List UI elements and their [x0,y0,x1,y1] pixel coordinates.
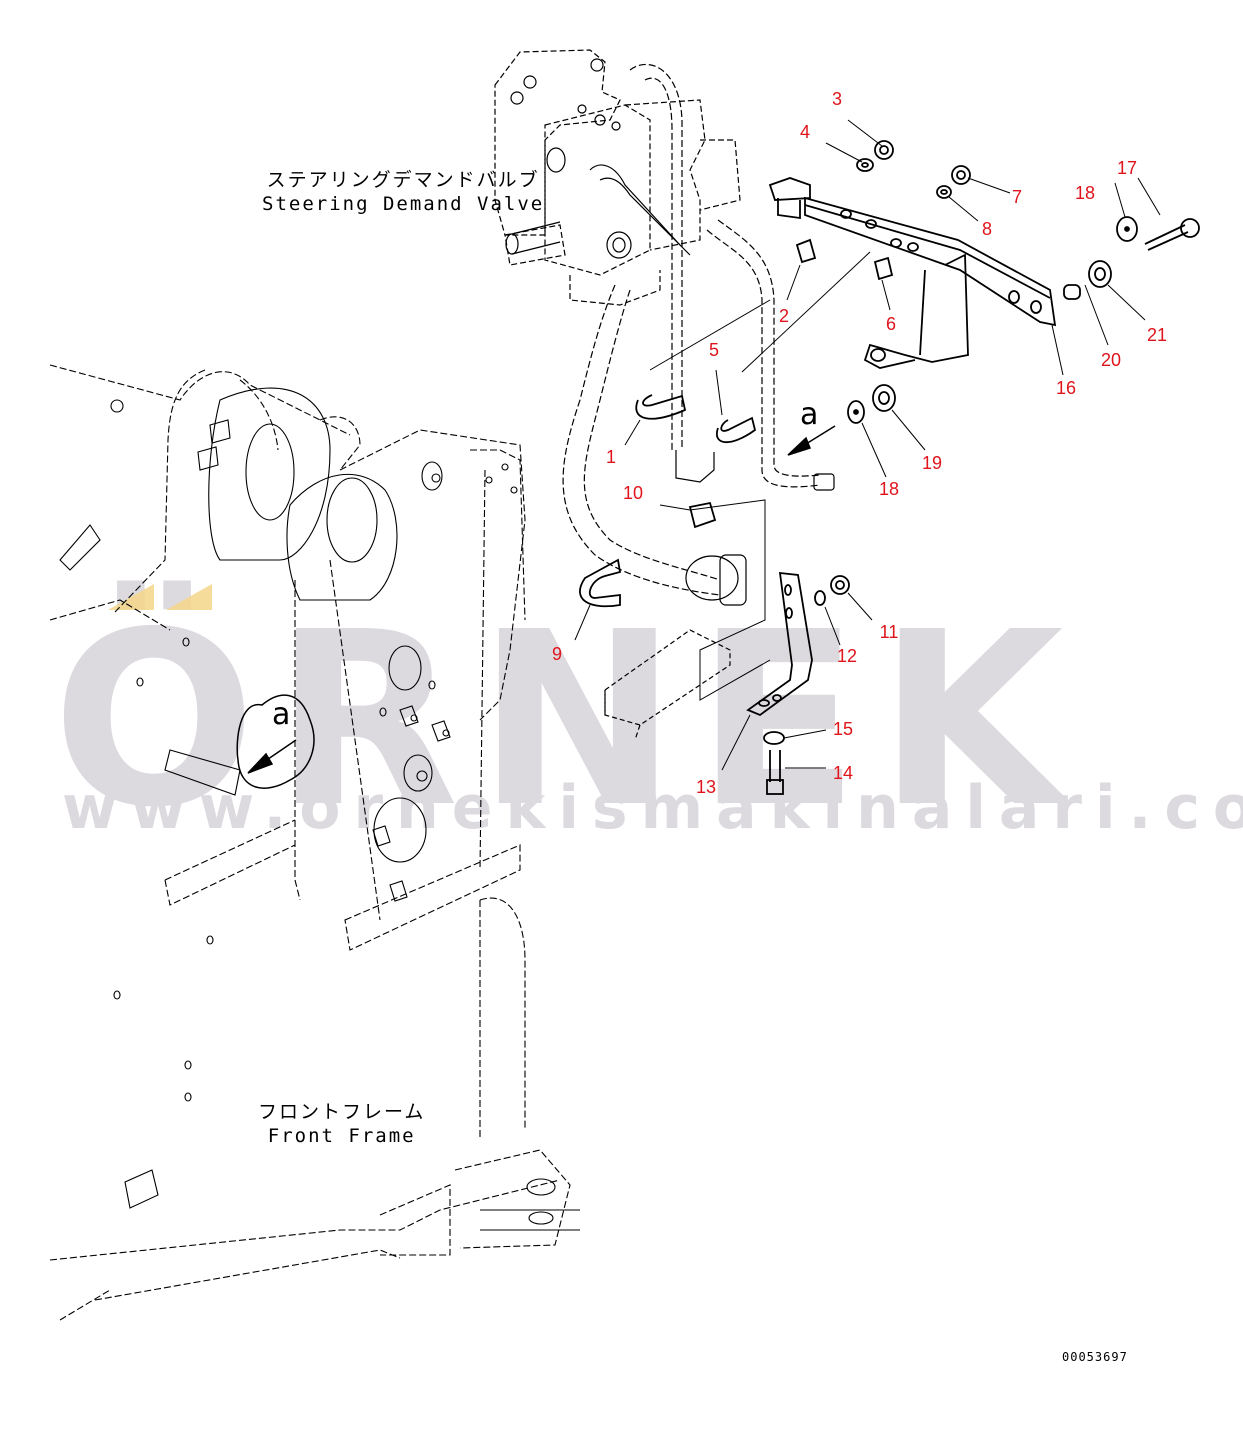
callout-7[interactable]: 7 [1011,187,1023,207]
front-frame-caption: フロントフレーム Front Frame [258,1100,425,1148]
callout-17[interactable]: 17 [1116,158,1138,178]
view-marker-a-top: a [800,397,819,432]
front-frame-drawing [49,364,571,1321]
callout-1[interactable]: 1 [605,447,617,467]
callout-12[interactable]: 12 [836,646,858,666]
callout-11[interactable]: 11 [879,622,899,642]
view-arrow [236,425,836,789]
callout-20[interactable]: 20 [1100,350,1122,370]
steering-demand-valve-drawing [494,49,741,306]
callout-16[interactable]: 16 [1055,378,1077,398]
callout-8[interactable]: 8 [981,219,993,239]
callout-18-top[interactable]: 18 [1074,183,1096,203]
watermark-accent [108,584,212,610]
callout-2[interactable]: 2 [778,306,790,326]
callout-3[interactable]: 3 [831,89,843,109]
callout-9[interactable]: 9 [551,644,563,664]
steering-valve-caption: ステアリングデマンドバルブ Steering Demand Valve [262,168,544,216]
front-frame-caption-jp: フロントフレーム [258,1101,426,1123]
view-marker-a-detail: a [272,697,291,732]
bracket-13-drawing [746,571,813,717]
callout-6[interactable]: 6 [885,314,897,334]
leader-lines [574,119,1161,771]
callout-14[interactable]: 14 [832,763,854,783]
callout-13[interactable]: 13 [695,777,717,797]
hose-fittings [675,450,835,606]
callout-5[interactable]: 5 [708,340,720,360]
front-frame-solid [59,387,580,1231]
callout-19[interactable]: 19 [921,453,943,473]
hardware-drawing [579,140,1200,795]
document-number: 00053697 [1062,1350,1128,1364]
callout-18-bottom[interactable]: 18 [878,479,900,499]
callout-15[interactable]: 15 [832,719,854,739]
mount-bracket-drawing [604,629,731,741]
hose-lines [562,63,821,596]
callout-21[interactable]: 21 [1146,325,1168,345]
front-frame-caption-en: Front Frame [267,1125,416,1147]
bracket-16-drawing [768,177,1057,369]
callout-4[interactable]: 4 [799,122,811,142]
valve-solid-details [505,58,691,259]
watermark-brand: ÖRNEK [52,580,1082,860]
steering-valve-caption-en: Steering Demand Valve [262,193,545,215]
callout-10[interactable]: 10 [622,483,644,503]
steering-valve-caption-jp: ステアリングデマンドバルブ [266,169,540,191]
